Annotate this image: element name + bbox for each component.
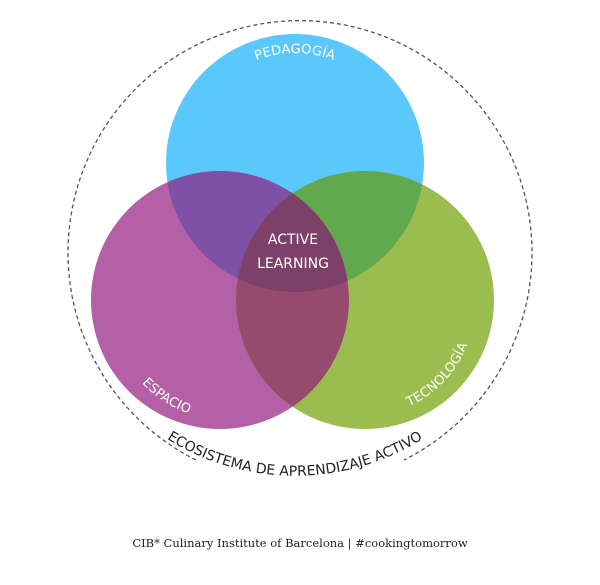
ecosystem-label: ECOSISTEMA DE APRENDIZAJE ACTIVO (165, 428, 425, 479)
center-label-line1: ACTIVE (268, 232, 318, 248)
footer-credit: CIB* Culinary Institute of Barcelona | #… (132, 536, 468, 550)
label-pedagogia: PEDAGOGÍA (253, 42, 338, 64)
ecosystem-boundary (67, 19, 533, 461)
center-label-line2: LEARNING (257, 256, 329, 272)
overlap-all (236, 171, 349, 292)
